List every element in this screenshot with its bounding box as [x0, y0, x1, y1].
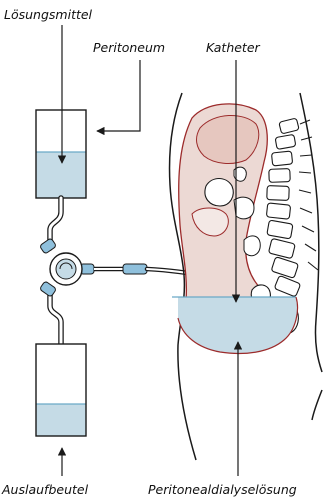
label-drain-bag: Auslaufbeutel: [2, 483, 88, 497]
y-connector-valve: [39, 238, 94, 297]
label-dialysis-fluid: Peritonealdialyselösung: [148, 483, 297, 497]
liver: [197, 115, 259, 163]
label-catheter: Katheter: [206, 41, 260, 55]
back-contour: [300, 93, 322, 372]
label-solution: Lösungsmittel: [4, 8, 92, 22]
drain-bag: [36, 344, 86, 436]
stomach: [205, 179, 233, 207]
solution-bag: [36, 110, 86, 198]
arrow-peritoneum: [97, 60, 140, 131]
body-cross-section: [170, 93, 323, 460]
label-peritoneum: Peritoneum: [93, 41, 165, 55]
